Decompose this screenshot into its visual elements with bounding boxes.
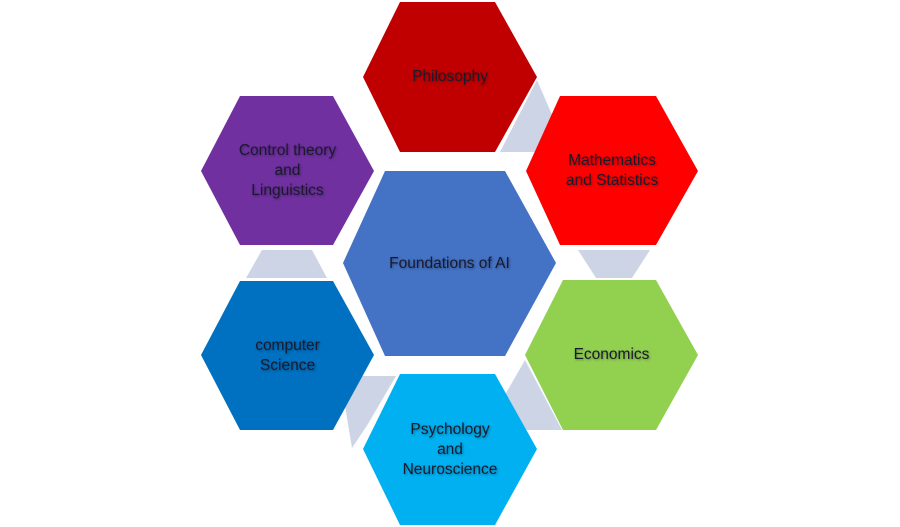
connector-computer-control [246,250,327,278]
connector-psychology-computer [340,376,396,448]
hex-center [343,171,556,356]
label-computer-science: computer Science [255,336,320,374]
label-psychology: Psychology and Neuroscience [402,420,498,478]
label-mathematics: Mathematics and Statistics [565,151,659,189]
connector-mathematics-economics [578,250,650,278]
label-philosophy: Philosophy [412,68,488,85]
label-control-theory: Control theory and Linguistics [238,141,337,199]
hex-computer-science [201,281,374,430]
label-economics: Economics [573,346,650,363]
hex-mathematics [526,96,698,245]
hex-control-theory [201,96,374,245]
hex-philosophy [363,2,537,152]
connector-economics-psychology [502,360,562,430]
label-center: Foundations of AI [389,254,510,272]
hex-psychology [363,374,537,525]
connector-philosophy-mathematics [500,80,556,152]
hex-economics [525,280,698,430]
